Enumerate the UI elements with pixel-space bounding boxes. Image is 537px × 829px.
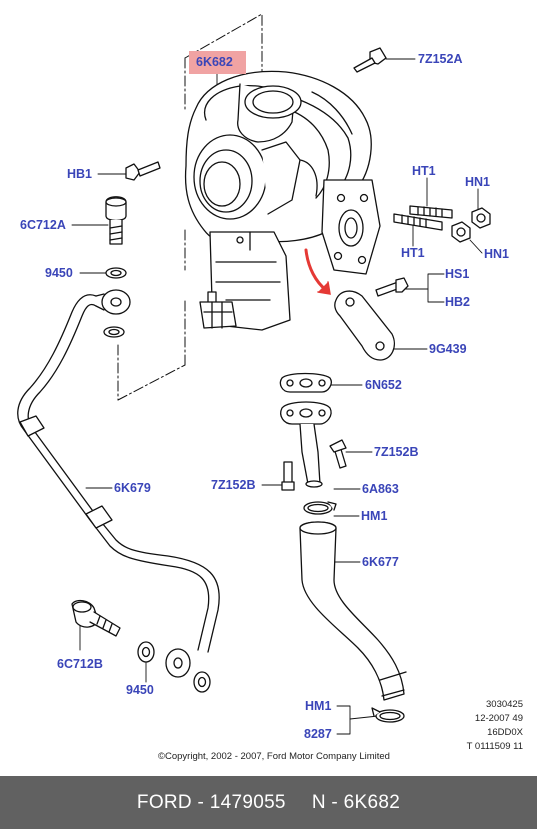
bolt-hs1 — [375, 277, 409, 297]
diagram-reference-info: 3030425 12-2007 49 16DD0X T 0111509 11 — [467, 698, 523, 754]
banjo-bolt-6c712b — [71, 599, 121, 637]
copyright-notice: ©Copyright, 2002 - 2007, Ford Motor Comp… — [158, 751, 390, 762]
label-hn1-upper[interactable]: HN1 — [465, 175, 491, 189]
leader-lines — [71, 58, 483, 735]
label-hm1-upper[interactable]: HM1 — [361, 509, 388, 523]
turbocharger — [184, 70, 381, 331]
bracket-9g439 — [334, 290, 395, 361]
footer-part-code: N - 6K682 — [311, 791, 401, 813]
stud-ht1-lower — [393, 213, 443, 231]
label-6a863[interactable]: 6A863 — [362, 482, 399, 496]
label-9450-bottom[interactable]: 9450 — [126, 683, 154, 697]
part-number-footer: FORD - 1479055 N - 6K682 — [0, 776, 537, 829]
label-6c712b[interactable]: 6C712B — [57, 657, 103, 671]
label-6k679[interactable]: 6K679 — [114, 481, 151, 495]
label-7z152b-left[interactable]: 7Z152B — [211, 478, 256, 492]
label-9g439[interactable]: 9G439 — [429, 342, 467, 356]
footer-part-reference: FORD - 1479055 — [136, 791, 286, 813]
label-7z152a[interactable]: 7Z152A — [418, 52, 463, 66]
label-hb2[interactable]: HB2 — [445, 295, 471, 309]
label-hm1-lower[interactable]: HM1 — [305, 699, 332, 713]
washer-9450-top-a — [105, 267, 127, 279]
red-direction-arrow — [304, 248, 331, 295]
nut-hn1-upper — [471, 207, 491, 229]
meta-line-1: 3030425 — [486, 699, 523, 710]
bolt-7z152b-left — [281, 461, 295, 491]
meta-line-3: 16DD0X — [487, 727, 523, 738]
oil-return-pipe-6a863 — [280, 401, 332, 488]
label-8287[interactable]: 8287 — [304, 727, 332, 741]
label-hb1[interactable]: HB1 — [67, 167, 93, 181]
label-hn1-lower[interactable]: HN1 — [484, 247, 510, 261]
washer-9450-bot-b — [193, 671, 211, 693]
hose-clip-hm1-lower — [371, 707, 405, 723]
label-9450-top[interactable]: 9450 — [45, 266, 73, 280]
stud-ht1-upper — [409, 205, 453, 219]
hose-6k677 — [299, 521, 407, 701]
hose-clip-hm1-upper — [303, 501, 337, 515]
gasket-6n652 — [279, 372, 332, 393]
label-6k677[interactable]: 6K677 — [362, 555, 399, 569]
bolt-7z152b-right — [329, 439, 347, 469]
label-ht1-lower[interactable]: HT1 — [401, 246, 425, 260]
label-6n652[interactable]: 6N652 — [365, 378, 402, 392]
label-hs1[interactable]: HS1 — [445, 267, 470, 281]
bolt-hb1 — [125, 161, 161, 181]
parts-diagram: 6K682 7Z152A HB1 HT1 HN1 6C712A HT1 HN1 … — [17, 13, 523, 762]
meta-line-4: T 0111509 11 — [466, 741, 523, 752]
washer-9450-bot-a — [137, 641, 155, 663]
highlighted-part-box — [189, 51, 246, 74]
bolt-7z152a — [353, 47, 387, 73]
diagram-drawing — [17, 13, 491, 735]
label-7z152b-right[interactable]: 7Z152B — [374, 445, 419, 459]
label-6k682[interactable]: 6K682 — [196, 55, 233, 69]
washer-9450-top-b — [103, 326, 125, 338]
banjo-bolt-6c712a — [105, 196, 127, 245]
meta-line-2: 12-2007 49 — [474, 713, 523, 724]
oil-feed-pipe-6k679 — [17, 289, 220, 678]
nut-hn1-lower — [451, 221, 471, 243]
label-6c712a[interactable]: 6C712A — [20, 218, 66, 232]
label-ht1-upper[interactable]: HT1 — [412, 164, 436, 178]
